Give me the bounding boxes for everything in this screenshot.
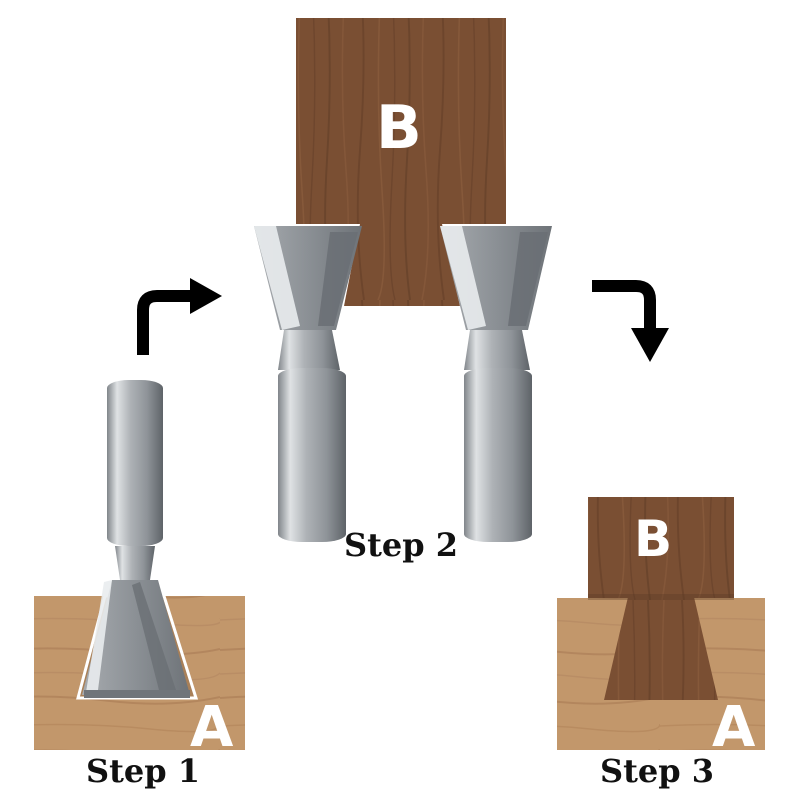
step3-label: Step 3 bbox=[600, 752, 715, 790]
step2-router-bit-left bbox=[254, 226, 362, 542]
arrow-step2-to-step3 bbox=[592, 280, 669, 362]
piece-b-label-step3: B bbox=[634, 510, 673, 568]
piece-b-label-step2: B bbox=[376, 93, 422, 163]
step2-router-bit-right bbox=[440, 226, 552, 542]
step3-board-b bbox=[588, 497, 734, 700]
step2-board-b bbox=[296, 18, 506, 306]
piece-a-label-step3: A bbox=[712, 695, 756, 760]
arrow-step1-to-step2 bbox=[137, 278, 222, 355]
piece-a-label-step1: A bbox=[190, 695, 234, 760]
step1-router-bit bbox=[82, 380, 190, 698]
step1-label: Step 1 bbox=[86, 752, 201, 790]
step2-label: Step 2 bbox=[344, 526, 459, 564]
